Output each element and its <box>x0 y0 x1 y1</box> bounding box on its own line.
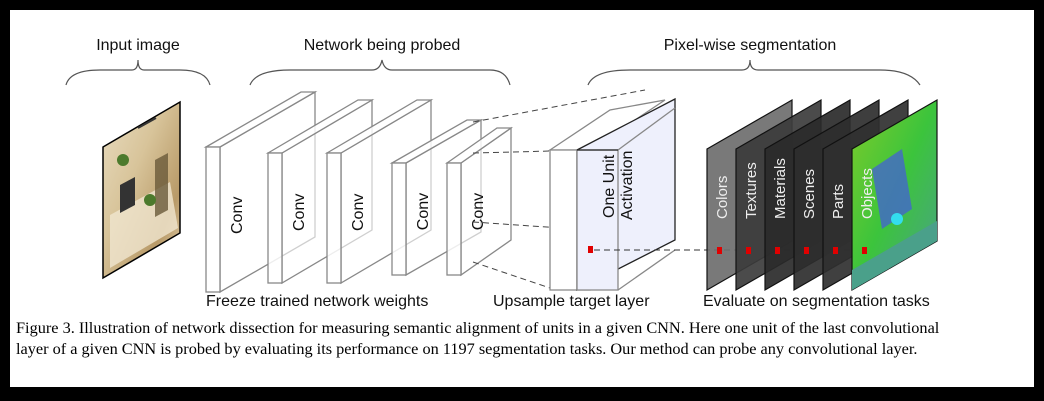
stage-label-upsample: Upsample target layer <box>493 293 650 310</box>
conv-layer-label: Conv <box>415 193 432 230</box>
unit-marker <box>862 247 867 254</box>
figure-caption: Figure 3. Illustration of network dissec… <box>16 317 1026 359</box>
task-label: Objects <box>859 168 876 219</box>
conv-layers: Conv Conv Conv Conv Conv <box>203 90 514 294</box>
brace-network <box>249 59 511 86</box>
section-title-segmentation: Pixel-wise segmentation <box>664 37 837 54</box>
conv-layer-label: Conv <box>291 194 308 231</box>
unit-marker <box>833 247 838 254</box>
task-label: Textures <box>743 162 760 219</box>
brace-input <box>65 59 211 86</box>
conv-layer-label: Conv <box>229 197 246 234</box>
task-label: Colors <box>714 176 731 219</box>
network-dissection-diagram: Input image Network being probed Pixel-w… <box>65 37 938 310</box>
task-label: Parts <box>830 184 847 219</box>
unit-marker <box>588 246 593 253</box>
task-label: Scenes <box>801 169 818 219</box>
task-label: Materials <box>772 158 789 219</box>
caption-line-1: Figure 3. Illustration of network dissec… <box>16 318 940 337</box>
stage-label-freeze: Freeze trained network weights <box>206 293 428 310</box>
projection-lines <box>472 89 646 289</box>
target-layer-label-1: One Unit <box>601 154 618 218</box>
target-layer-label-2: Activation <box>619 151 636 220</box>
unit-marker <box>746 247 751 254</box>
stage-label-evaluate: Evaluate on segmentation tasks <box>703 293 930 310</box>
segmentation-task-sheets: Colors Textures Materials Scenes Parts Object… <box>706 98 938 292</box>
unit-marker <box>775 247 780 254</box>
conv-layer: Conv <box>444 126 514 277</box>
task-sheet-objects: Objects <box>851 98 938 292</box>
unit-marker <box>717 247 722 254</box>
target-layer: One Unit Activation <box>547 97 676 292</box>
figure-sheet: Input image Network being probed Pixel-w… <box>10 10 1034 387</box>
conv-layer-label: Conv <box>470 193 487 230</box>
brace-segmentation <box>587 59 921 86</box>
section-title-input: Input image <box>96 37 180 54</box>
conv-layer-label: Conv <box>350 194 367 231</box>
input-image <box>102 100 181 280</box>
unit-marker <box>804 247 809 254</box>
section-title-network: Network being probed <box>304 37 461 54</box>
caption-line-2: layer of a given CNN is probed by evalua… <box>16 339 918 358</box>
